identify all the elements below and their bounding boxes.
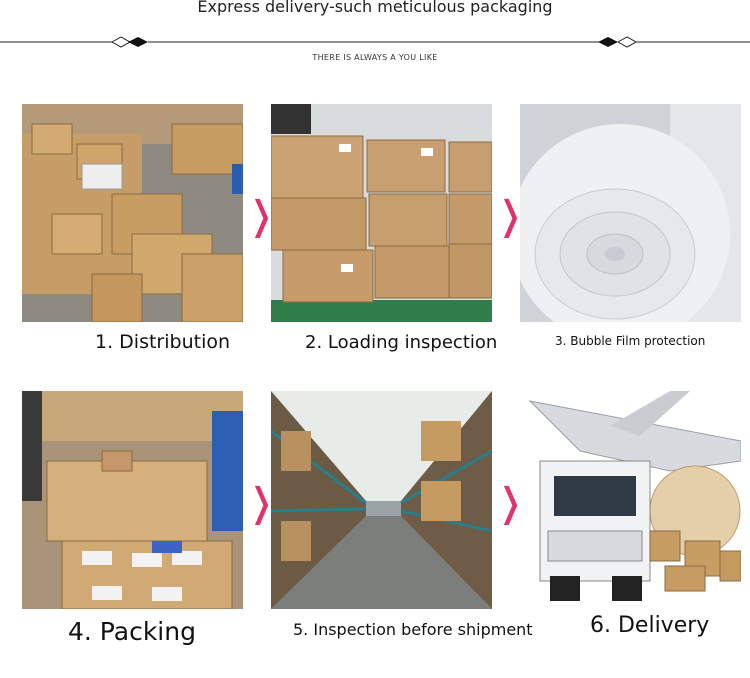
stacked-cartons-photo bbox=[271, 104, 492, 322]
step-caption: 6. Delivery bbox=[590, 613, 710, 638]
step-caption: 5. Inspection before shipment bbox=[293, 620, 533, 639]
step-caption: 1. Distribution bbox=[95, 331, 231, 353]
truck-plane-delivery-photo bbox=[520, 391, 741, 609]
warehouse-aisle-photo bbox=[271, 391, 492, 609]
packed-parcels-photo bbox=[22, 391, 243, 609]
step-caption: 2. Loading inspection bbox=[305, 332, 498, 353]
step-caption: 3. Bubble Film protection bbox=[555, 334, 706, 348]
warehouse-boxes-photo bbox=[22, 104, 243, 322]
chevron-right-icon: ❭ bbox=[496, 480, 525, 526]
bubble-wrap-roll-photo bbox=[520, 104, 741, 322]
ornamental-divider bbox=[0, 36, 750, 48]
page-subtitle: THERE IS ALWAYS A YOU LIKE bbox=[312, 53, 438, 62]
page-title: Express delivery-such meticulous packagi… bbox=[197, 0, 553, 16]
chevron-right-icon: ❭ bbox=[247, 480, 276, 526]
step-caption: 4. Packing bbox=[68, 617, 196, 646]
